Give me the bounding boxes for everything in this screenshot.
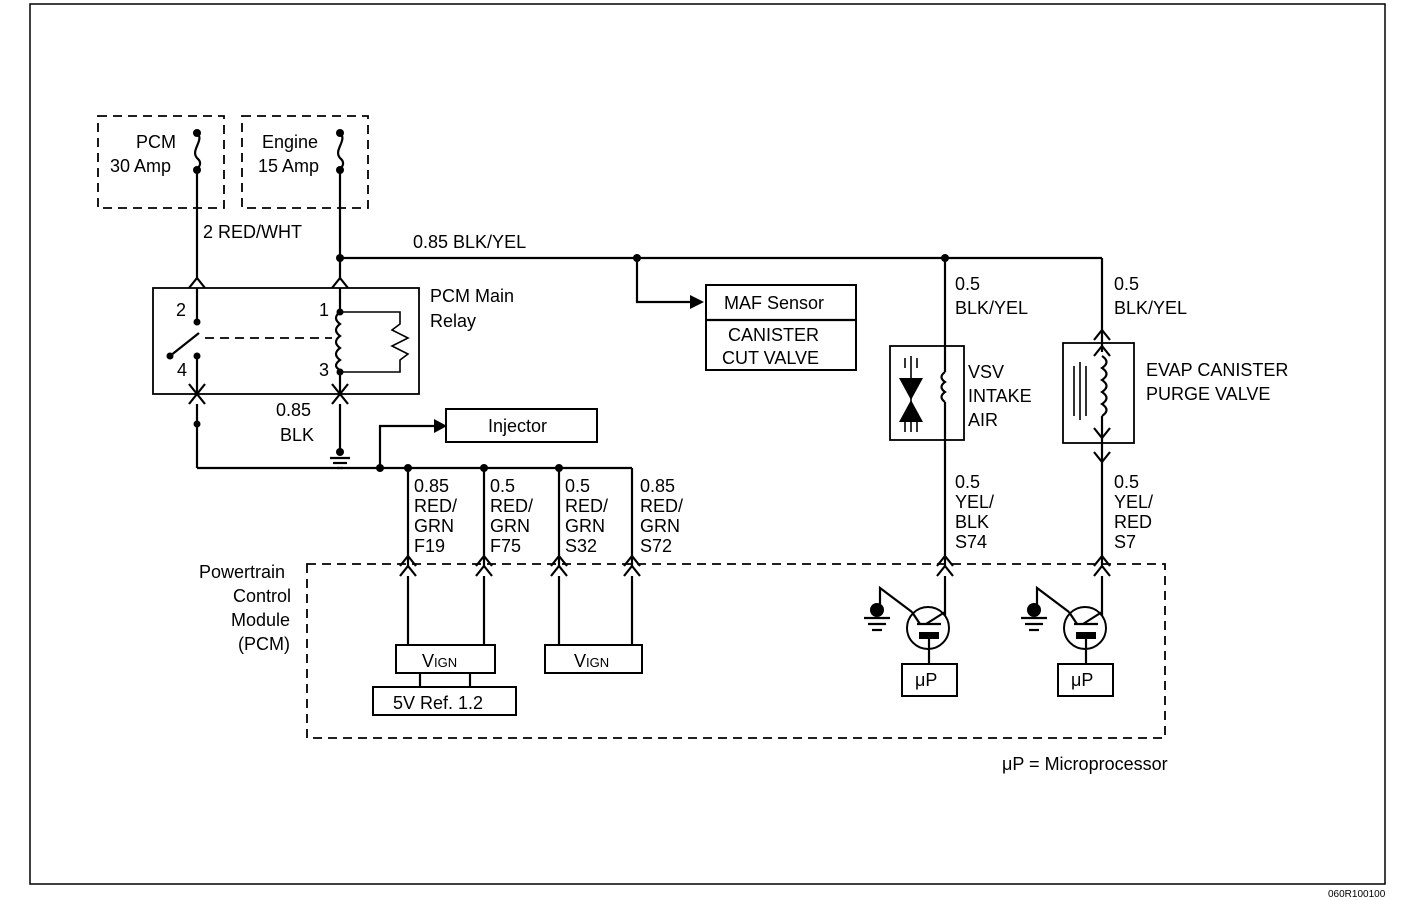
svg-text:S72: S72 — [640, 536, 672, 556]
svg-text:RED/: RED/ — [565, 496, 608, 516]
wire-label-red-wht: 2 RED/WHT — [203, 222, 302, 242]
svg-text:F75: F75 — [490, 536, 521, 556]
pcm-pin-f75-label: 0.5 RED/ GRN F75 — [490, 476, 533, 556]
diagram-frame — [29, 3, 1386, 885]
svg-text:0.5: 0.5 — [565, 476, 590, 496]
injector-label: Injector — [488, 416, 547, 436]
vsv-feed-color: BLK/YEL — [955, 298, 1028, 318]
pcm-fuse-label: PCM — [136, 132, 176, 152]
wire-label-blk-yel: 0.85 BLK/YEL — [413, 232, 526, 252]
pcm-module-line3: Module — [231, 610, 290, 630]
ground-wire-color: BLK — [280, 425, 314, 445]
svg-text:GRN: GRN — [490, 516, 530, 536]
vsv-out-gauge: 0.5 — [955, 472, 980, 492]
relay-pin-1: 1 — [319, 300, 329, 320]
engine-fuse: Engine 15 Amp — [241, 115, 369, 209]
evap-out-gauge: 0.5 — [1114, 472, 1139, 492]
up-box-1 — [901, 663, 958, 697]
evap-out-color1: YEL/ — [1114, 492, 1153, 512]
svg-text:GRN: GRN — [640, 516, 680, 536]
vign-box-2: VIGN — [544, 644, 643, 674]
svg-text:VIGN: VIGN — [422, 651, 457, 671]
pcm-fuse: PCM 30 Amp — [97, 115, 225, 209]
up-label-1: μP — [915, 670, 937, 690]
pcm-module-line2: Control — [233, 586, 291, 606]
vref-box: 5V Ref. 1.2 — [372, 686, 517, 716]
up-label-2: μP — [1071, 670, 1093, 690]
vsv-feed-gauge: 0.5 — [955, 274, 980, 294]
svg-text:S32: S32 — [565, 536, 597, 556]
evap-label-line2: PURGE VALVE — [1146, 384, 1270, 404]
legend-microprocessor: μP = Microprocessor — [1002, 754, 1168, 774]
svg-text:0.85: 0.85 — [414, 476, 449, 496]
evap-label-line1: EVAP CANISTER — [1146, 360, 1288, 380]
maf-canister-box — [705, 284, 857, 371]
pcm-module-line4: (PCM) — [238, 634, 290, 654]
evap-feed-gauge: 0.5 — [1114, 274, 1139, 294]
svg-text:0.85: 0.85 — [640, 476, 675, 496]
vsv-label-line3: AIR — [968, 410, 998, 430]
vsv-driver-transistor — [864, 576, 950, 664]
canister-label-line1: CANISTER — [728, 325, 819, 345]
pcm-module-line1: Powertrain — [199, 562, 285, 582]
svg-text:RED/: RED/ — [490, 496, 533, 516]
relay-pin-3: 3 — [319, 360, 329, 380]
svg-text:RED/: RED/ — [414, 496, 457, 516]
maf-sensor-label: MAF Sensor — [724, 293, 824, 313]
vsv-label-line1: VSV — [968, 362, 1004, 382]
vsv-out-color1: YEL/ — [955, 492, 994, 512]
svg-text:GRN: GRN — [565, 516, 605, 536]
evap-out-color2: RED — [1114, 512, 1152, 532]
relay-pin-4: 4 — [177, 360, 187, 380]
pcm-pin-s72-label: 0.85 RED/ GRN S72 — [640, 476, 683, 556]
vref-label: 5V Ref. 1.2 — [393, 693, 483, 713]
svg-text:F19: F19 — [414, 536, 445, 556]
vsv-out-color2: BLK — [955, 512, 989, 532]
engine-fuse-rating: 15 Amp — [258, 156, 319, 176]
relay-label-line1: PCM Main — [430, 286, 514, 306]
relay-label-line2: Relay — [430, 311, 476, 331]
relay-pin-2: 2 — [176, 300, 186, 320]
svg-text:0.5: 0.5 — [490, 476, 515, 496]
figure-code: 060R100100 — [1328, 889, 1386, 900]
evap-purge-valve — [1062, 328, 1135, 464]
svg-text:GRN: GRN — [414, 516, 454, 536]
engine-fuse-label: Engine — [262, 132, 318, 152]
pcm-pin-s32-label: 0.5 RED/ GRN S32 — [565, 476, 608, 556]
pcm-main-relay: 2 1 4 3 — [152, 287, 420, 396]
up-box-2 — [1057, 663, 1114, 697]
evap-out-pin: S7 — [1114, 532, 1136, 552]
vsv-intake-air-valve — [889, 345, 965, 441]
svg-text:VIGN: VIGN — [574, 651, 609, 671]
ground-wire-gauge: 0.85 — [276, 400, 311, 420]
canister-label-line2: CUT VALVE — [722, 348, 819, 368]
svg-text:RED/: RED/ — [640, 496, 683, 516]
evap-driver-transistor — [1021, 576, 1107, 664]
evap-feed-color: BLK/YEL — [1114, 298, 1187, 318]
vsv-label-line2: INTAKE — [968, 386, 1032, 406]
pcm-input-connectors — [399, 554, 1111, 577]
vsv-out-pin: S74 — [955, 532, 987, 552]
pcm-pin-f19-label: 0.85 RED/ GRN F19 — [414, 476, 457, 556]
injector-box — [445, 408, 598, 443]
pcm-module-box — [306, 563, 1166, 739]
pcm-fuse-rating: 30 Amp — [110, 156, 171, 176]
vign-box-1: VIGN — [395, 644, 496, 674]
